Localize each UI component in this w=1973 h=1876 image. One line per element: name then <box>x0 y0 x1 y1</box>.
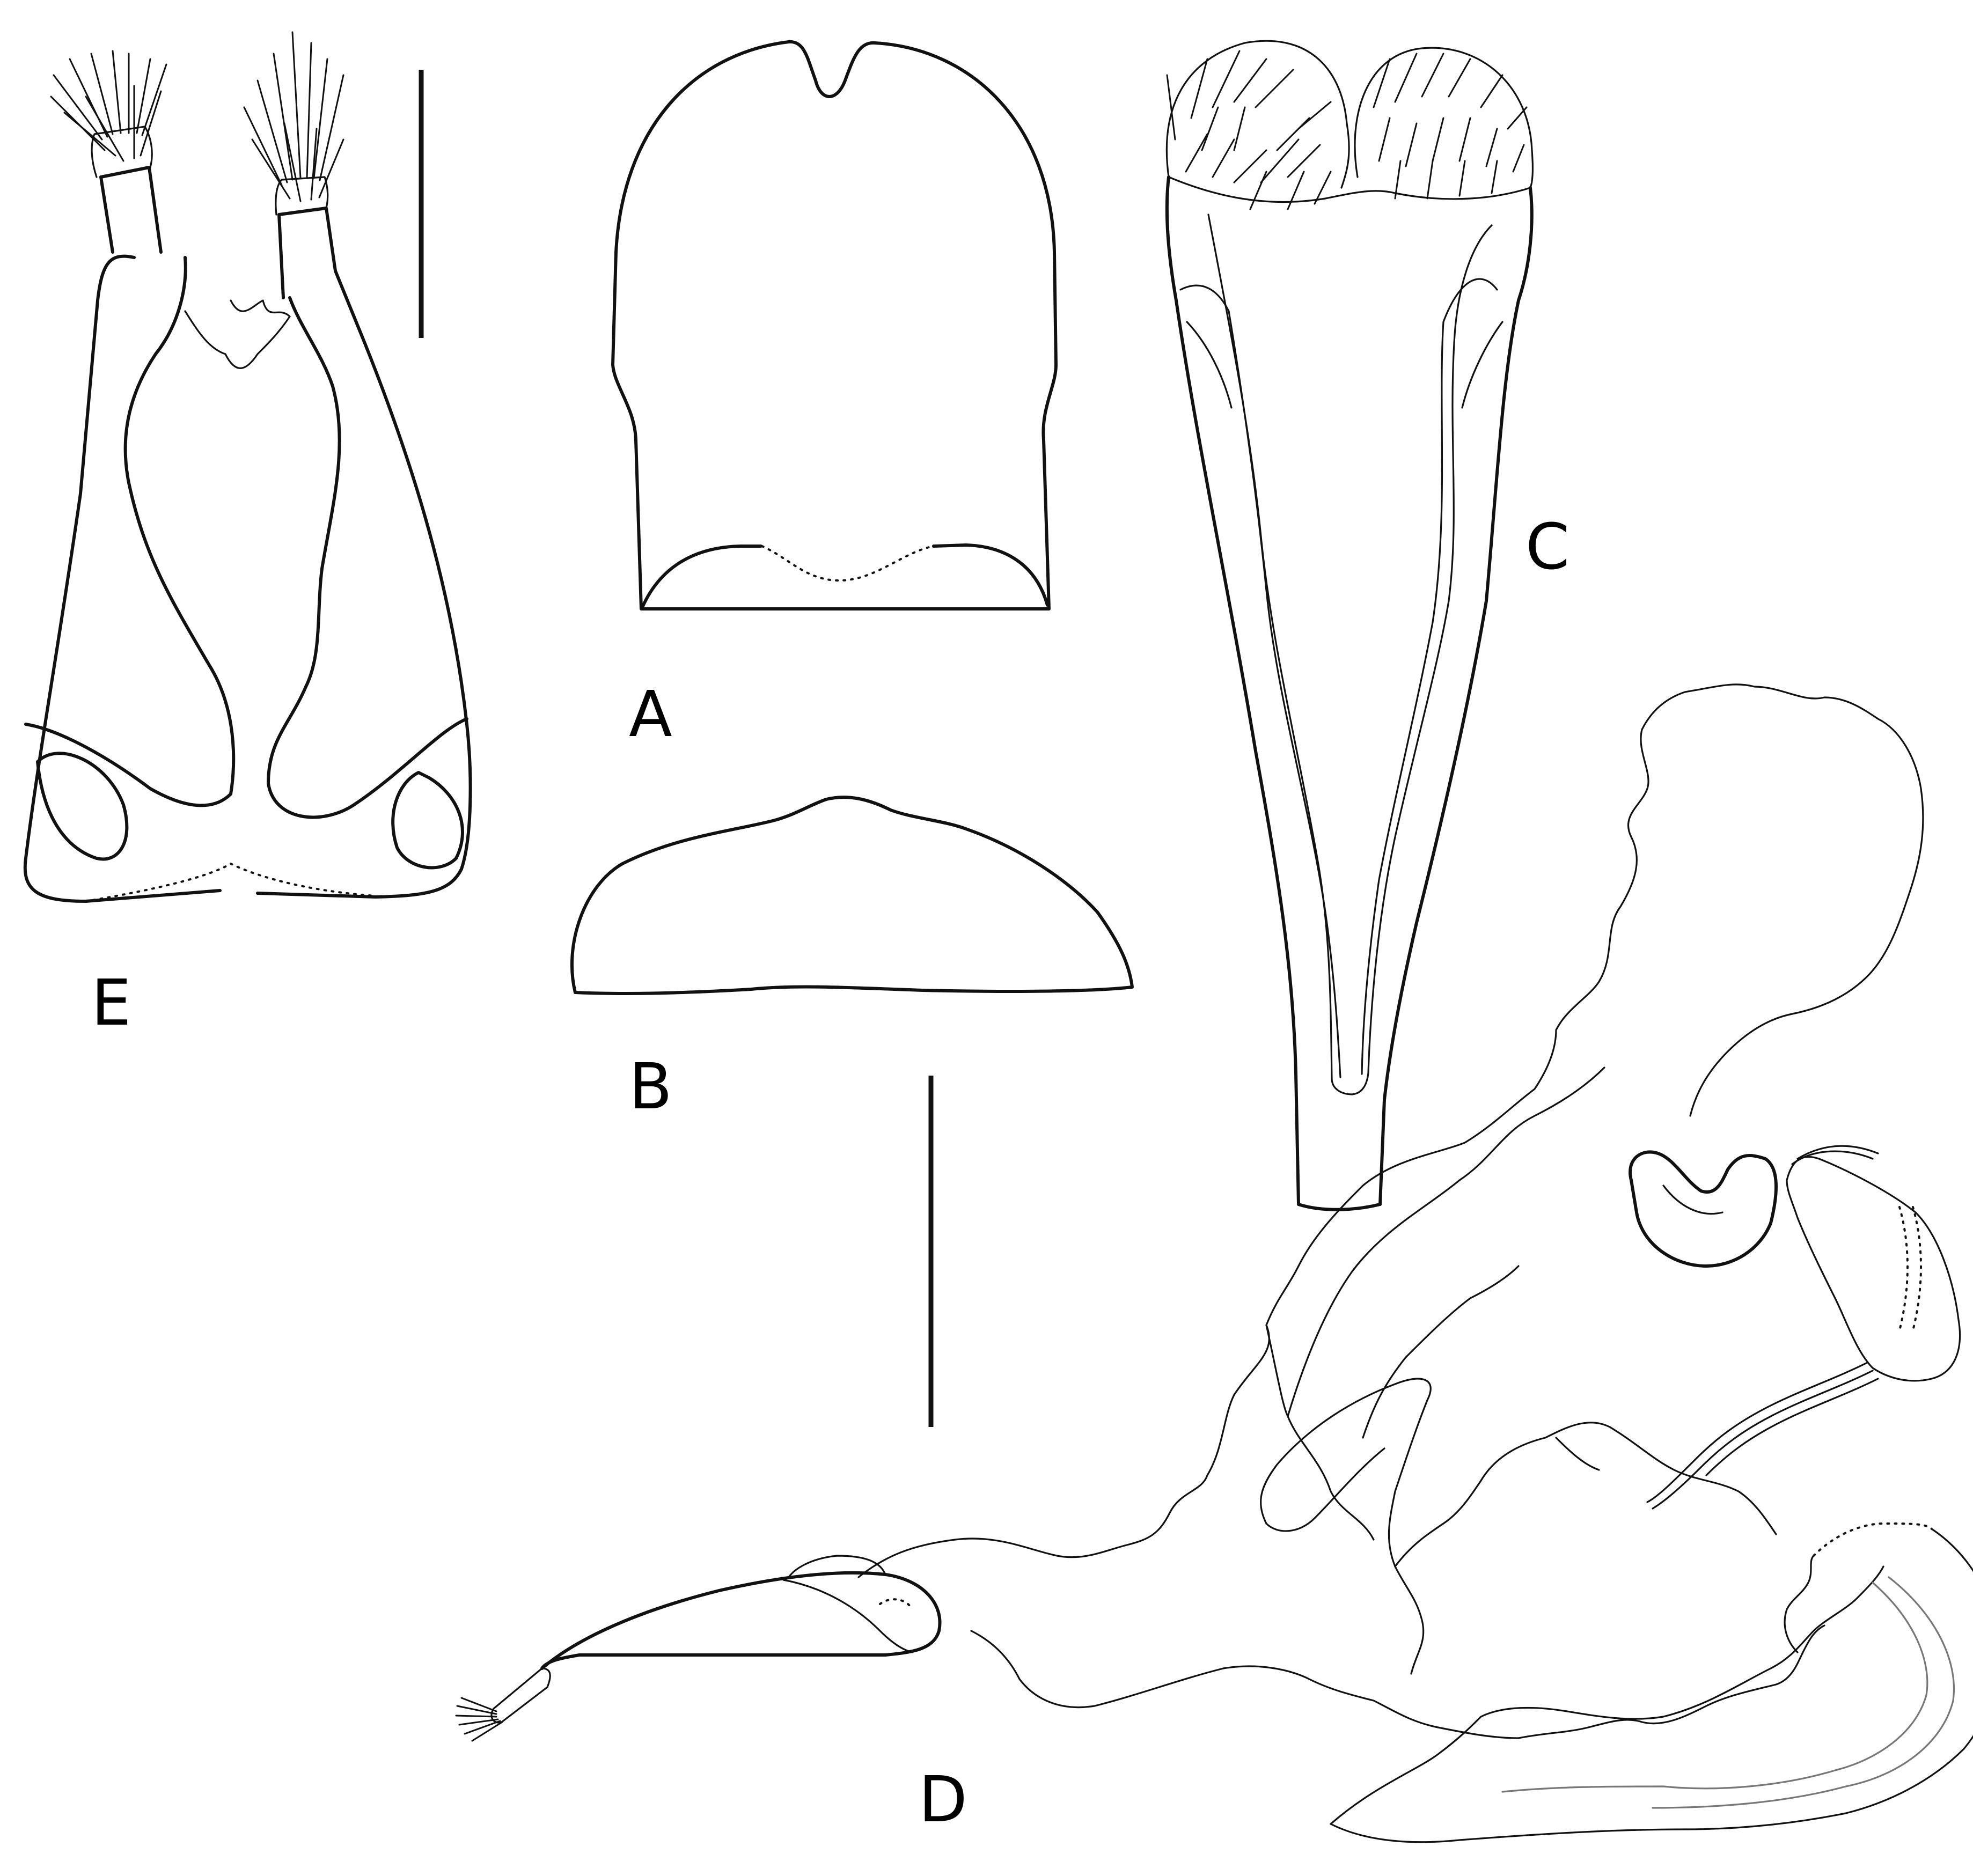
panel-label-b: B <box>629 1049 672 1123</box>
panel-c-setae <box>1166 50 1528 210</box>
panel-e-setae-left <box>50 50 167 162</box>
panel-e-setae-right <box>243 31 344 202</box>
panel-a-drawing <box>611 40 1058 610</box>
panel-label-c: C <box>1525 510 1569 584</box>
panel-label-e: E <box>91 966 131 1040</box>
panel-d-setae <box>455 1697 503 1742</box>
panel-d-drawing <box>455 683 1973 1843</box>
panel-b-drawing <box>570 796 1134 995</box>
panel-label-a: A <box>629 677 672 751</box>
panel-e-drawing <box>23 31 472 903</box>
panel-c-drawing <box>1165 40 1534 1211</box>
panel-label-d: D <box>919 1762 967 1836</box>
